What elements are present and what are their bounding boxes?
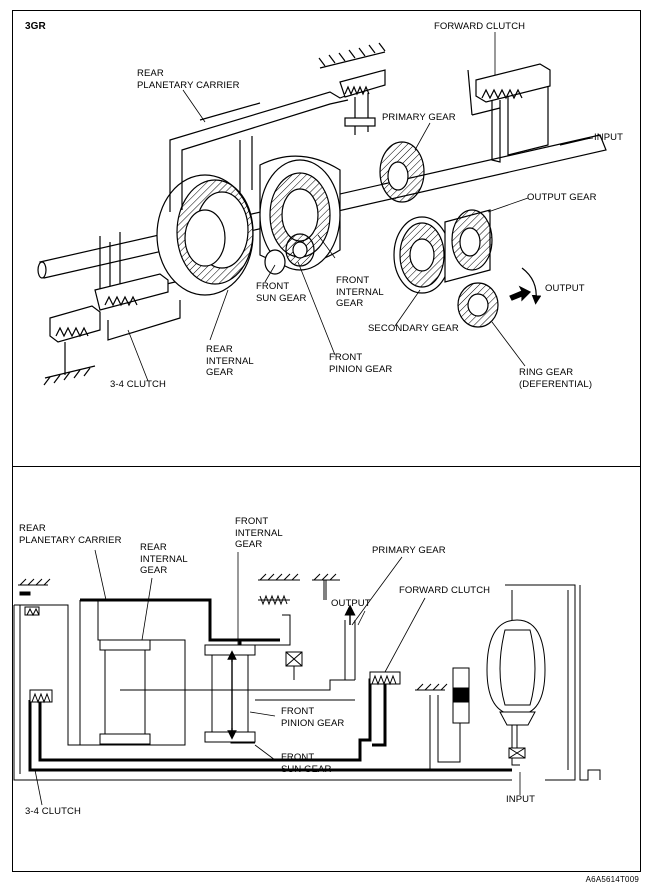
- front-planetary-assembly: [259, 155, 341, 275]
- label-output-top: OUTPUT: [545, 283, 585, 294]
- primary-gear: [379, 141, 425, 203]
- label-rear-planetary-carrier-bottom: REAR PLANETARY CARRIER: [19, 523, 122, 546]
- rear-planetary-assembly: [156, 174, 254, 296]
- rear-planetary-schematic: [99, 639, 185, 745]
- label-rear-planetary-carrier-top: REAR PLANETARY CARRIER: [137, 68, 240, 91]
- torque-converter: [486, 619, 546, 759]
- schematic-34-clutch: [24, 606, 53, 704]
- forward-clutch-structure: [467, 63, 551, 163]
- label-input-top: INPUT: [594, 132, 623, 143]
- label-34-clutch-bottom: 3-4 CLUTCH: [25, 806, 81, 817]
- section-divider: [12, 466, 641, 467]
- ring-gear-differential: [457, 282, 499, 328]
- output-gear: [444, 209, 493, 283]
- label-output-gear-top: OUTPUT GEAR: [527, 192, 597, 203]
- oil-pump-schematic: [429, 667, 470, 770]
- label-front-sun-gear-bottom: FRONT SUN GEAR: [281, 752, 332, 775]
- label-front-internal-gear-bottom: FRONT INTERNAL GEAR: [235, 516, 283, 550]
- label-output-bottom: OUTPUT: [331, 598, 371, 609]
- clutch-34-structure: [43, 232, 181, 386]
- schematic-diagram: [13, 549, 601, 806]
- schematic-ground-right: [415, 683, 448, 691]
- isometric-transmission: [37, 32, 607, 386]
- label-forward-clutch-bottom: FORWARD CLUTCH: [399, 585, 491, 596]
- top-leader-lines: [127, 32, 594, 382]
- label-rear-internal-gear-top: REAR INTERNAL GEAR: [206, 344, 254, 378]
- label-front-internal-gear-top: FRONT INTERNAL GEAR: [336, 275, 384, 309]
- label-input-bottom: INPUT: [506, 794, 535, 805]
- label-front-sun-gear-top: FRONT SUN GEAR: [256, 281, 307, 304]
- schematic-brake-box: [285, 651, 303, 680]
- rear-planetary-carrier-frame: [169, 91, 349, 212]
- label-front-pinion-gear-bottom: FRONT PINION GEAR: [281, 706, 345, 729]
- schematic-ground-mid: [258, 573, 340, 600]
- label-34-clutch-top: 3-4 CLUTCH: [110, 379, 166, 390]
- label-secondary-gear-top: SECONDARY GEAR: [368, 323, 459, 334]
- label-primary-gear-bottom: PRIMARY GEAR: [372, 545, 446, 556]
- top-ground-support: [318, 42, 386, 135]
- figure-frame: [12, 10, 641, 872]
- label-primary-gear-top: PRIMARY GEAR: [382, 112, 456, 123]
- bottom-leader-lines: [34, 549, 521, 806]
- schematic-forward-clutch: [369, 671, 401, 686]
- schematic-ground-left: [18, 578, 51, 596]
- output-direction-arrow: [509, 285, 532, 302]
- label-ring-gear-top: RING GEAR (DEFERENTIAL): [519, 367, 593, 390]
- label-rear-internal-gear-bottom: REAR INTERNAL GEAR: [140, 542, 188, 576]
- output-rotation-arrow: [521, 267, 542, 305]
- label-forward-clutch-top: FORWARD CLUTCH: [434, 21, 526, 32]
- figure-code: A6A5614T009: [585, 875, 639, 884]
- schematic-clutch-plates-top: [258, 594, 290, 606]
- schematic-output-shaft: [344, 604, 356, 680]
- secondary-gear: [393, 216, 451, 294]
- label-front-pinion-gear-top: FRONT PINION GEAR: [329, 352, 393, 375]
- front-planetary-schematic: [185, 614, 355, 743]
- page-title: 3GR: [25, 21, 46, 32]
